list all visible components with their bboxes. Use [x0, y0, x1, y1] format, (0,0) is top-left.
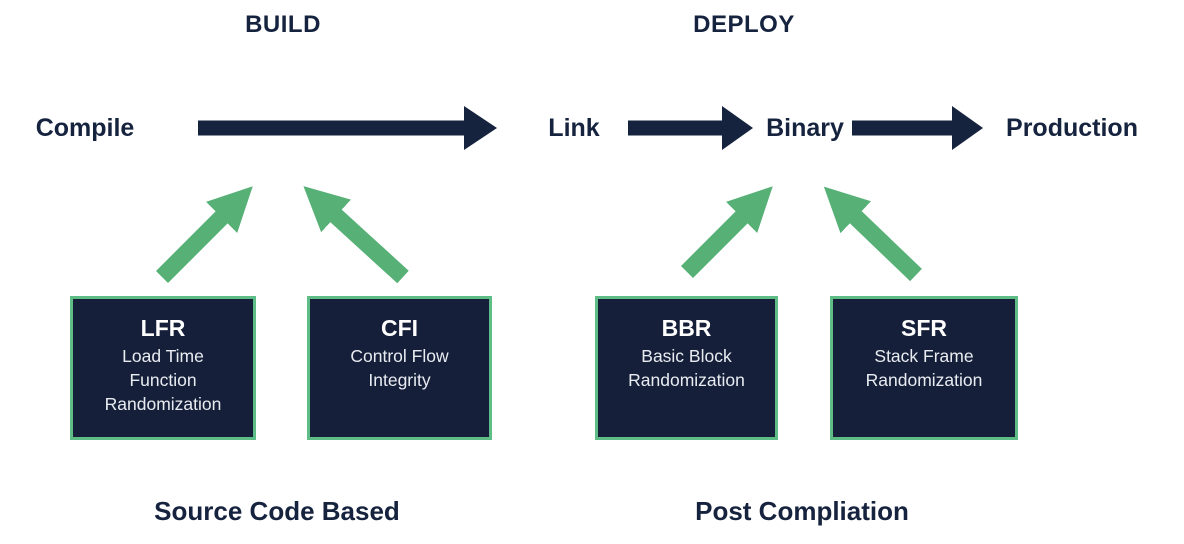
stage-label-link: Link	[548, 114, 600, 142]
stage-label-production: Production	[1006, 114, 1138, 142]
green-up-arrow-lfr-icon	[155, 186, 253, 284]
technique-box-cfi: CFI Control Flow Integrity	[307, 296, 492, 440]
technique-abbr: BBR	[661, 315, 712, 341]
category-label-source-code-based: Source Code Based	[154, 496, 400, 526]
flow-arrow-binary-to-production-icon	[852, 106, 983, 150]
flow-arrow-compile-to-link-icon	[198, 106, 497, 150]
green-up-arrow-cfi-icon	[303, 186, 409, 284]
phase-title-build: BUILD	[245, 11, 321, 38]
technique-name-line: Randomization	[104, 394, 222, 414]
stage-label-binary: Binary	[766, 114, 844, 142]
technique-name-line: Function	[129, 370, 197, 390]
technique-name-line: Load Time	[122, 346, 204, 366]
green-up-arrow-sfr-icon	[823, 186, 922, 282]
technique-box-sfr: SFR Stack Frame Randomization	[830, 296, 1018, 440]
technique-name-line: Randomization	[628, 370, 745, 390]
technique-name-line: Randomization	[865, 370, 983, 390]
technique-box-lfr: LFR Load Time Function Randomization	[70, 296, 256, 440]
technique-name-line: Basic Block	[641, 346, 732, 366]
technique-box-bbr: BBR Basic Block Randomization	[595, 296, 778, 440]
technique-abbr: LFR	[140, 315, 186, 341]
technique-abbr: SFR	[901, 315, 947, 341]
technique-name-line: Stack Frame	[874, 346, 974, 366]
technique-abbr: CFI	[380, 315, 419, 341]
technique-name-line: Integrity	[368, 370, 431, 390]
stage-label-compile: Compile	[35, 114, 135, 142]
green-up-arrow-bbr-icon	[680, 186, 773, 279]
category-label-post-compliation: Post Compliation	[695, 496, 909, 526]
flow-arrow-link-to-binary-icon	[628, 106, 753, 150]
phase-title-deploy: DEPLOY	[693, 11, 795, 38]
technique-name-line: Control Flow	[350, 346, 449, 366]
